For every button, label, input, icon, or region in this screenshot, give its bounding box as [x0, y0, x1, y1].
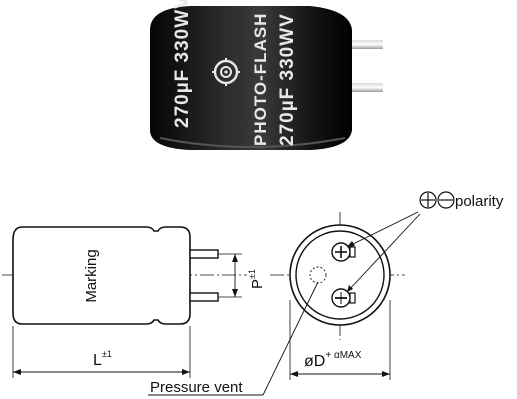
pressure-vent-leader [262, 281, 319, 396]
end-outer-circle [289, 224, 391, 326]
photo-lead-bottom [335, 83, 383, 92]
photo-sheen [159, 137, 346, 148]
photo-rating-text-left: 270µF 330WV [172, 0, 193, 128]
photo-lead-top [335, 40, 383, 49]
diameter-tolerance: + αMAX [325, 350, 361, 361]
negative-terminal [331, 288, 356, 308]
polarity-leader-minus [346, 213, 421, 293]
pitch-label: P±1 [247, 269, 266, 289]
diameter-label: øD+ αMAX [304, 350, 362, 370]
side-body-outline [12, 226, 191, 325]
marking-label: Marking [83, 249, 100, 302]
length-label: L±1 [93, 349, 112, 369]
side-lead-top [189, 249, 219, 259]
pressure-vent-label: Pressure vent [150, 379, 243, 396]
polarity-leader-plus [346, 211, 419, 248]
side-lead-bottom [189, 292, 219, 302]
photo-rating-text-right: 270µF 330WV [277, 13, 298, 146]
plus-symbol-icon [419, 191, 437, 209]
side-view-drawing [2, 226, 247, 378]
end-inner-circle [295, 230, 385, 320]
photo-body [150, 6, 352, 150]
minus-symbol-icon [437, 191, 455, 209]
photo-brand-text: PHOTO-FLASH [251, 13, 270, 146]
capacitor-photo: 270µF 330WV PHOTO-FLASH 270µF 330WV [150, 0, 383, 150]
pitch-tolerance: ±1 [247, 269, 257, 279]
polarity-label: polarity [455, 193, 504, 210]
target-logo-icon [212, 58, 240, 86]
end-view-drawing [148, 211, 421, 396]
length-tolerance: ±1 [102, 349, 112, 359]
positive-terminal [331, 242, 356, 262]
